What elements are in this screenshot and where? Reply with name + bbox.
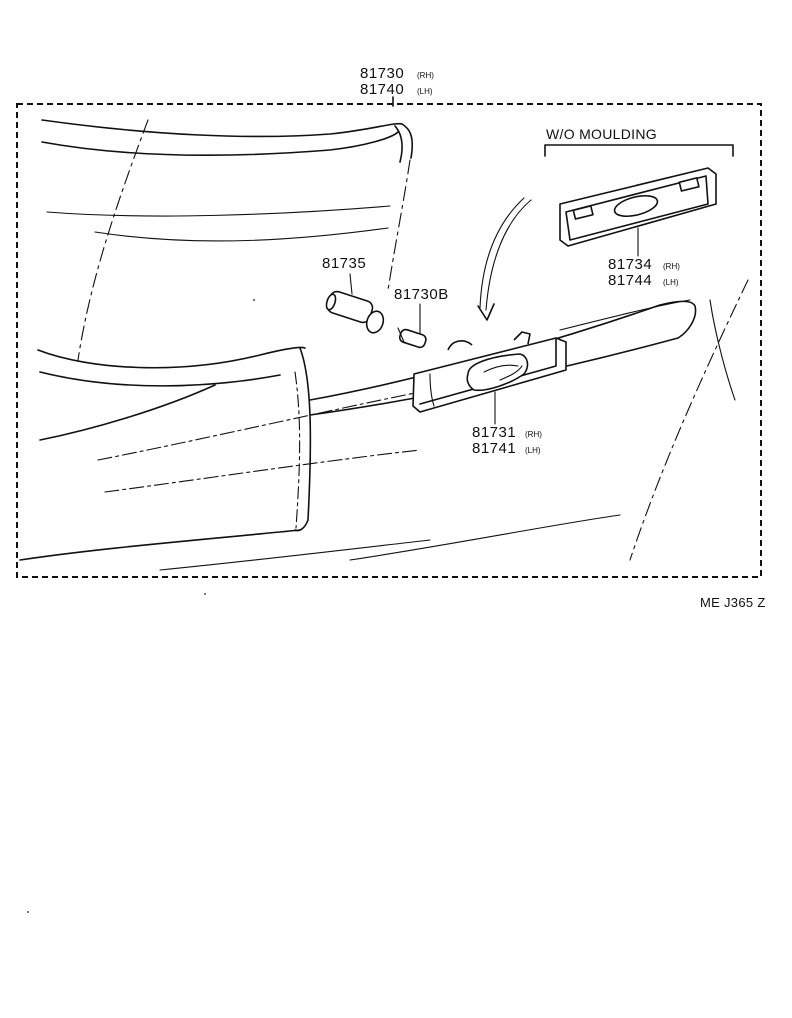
plate-number-rh: 81734	[608, 256, 652, 273]
bulb-callout: 81730B	[394, 286, 449, 335]
variant-header: W/O MOULDING	[546, 126, 657, 142]
bulb-number: 81730B	[394, 286, 449, 303]
socket-part	[325, 290, 385, 334]
plate-side-lh: (LH)	[663, 278, 679, 287]
lens-number-lh: 81741	[472, 440, 516, 457]
variant-section: W/O MOULDING 81734 (RH) 81744 (LH)	[544, 126, 734, 289]
socket-number: 81735	[322, 255, 366, 272]
assembly-side-rh: (RH)	[417, 71, 434, 80]
plate-number-lh: 81744	[608, 272, 652, 289]
assembly-number-lh: 81740	[360, 81, 404, 98]
bulb-part	[397, 327, 427, 349]
assembly-frame	[16, 103, 762, 578]
lens-callout: 81731 (RH) 81741 (LH)	[472, 391, 542, 457]
vehicle-body-outline	[19, 119, 749, 913]
lens-side-rh: (RH)	[525, 430, 542, 439]
lens-part	[412, 331, 567, 413]
plate-side-rh: (RH)	[663, 262, 680, 271]
variant-bracket	[544, 144, 734, 157]
diagram-code: ME J365 Z	[700, 595, 766, 610]
lens-side-lh: (LH)	[525, 446, 541, 455]
assembly-side-lh: (LH)	[417, 87, 433, 96]
assembly-callout: 81730 (RH) 81740 (LH)	[360, 65, 434, 107]
socket-callout: 81735	[322, 255, 366, 295]
plate-part	[559, 167, 717, 247]
installation-arrow	[477, 197, 532, 321]
assembly-number-rh: 81730	[360, 65, 404, 82]
lens-number-rh: 81731	[472, 424, 516, 441]
